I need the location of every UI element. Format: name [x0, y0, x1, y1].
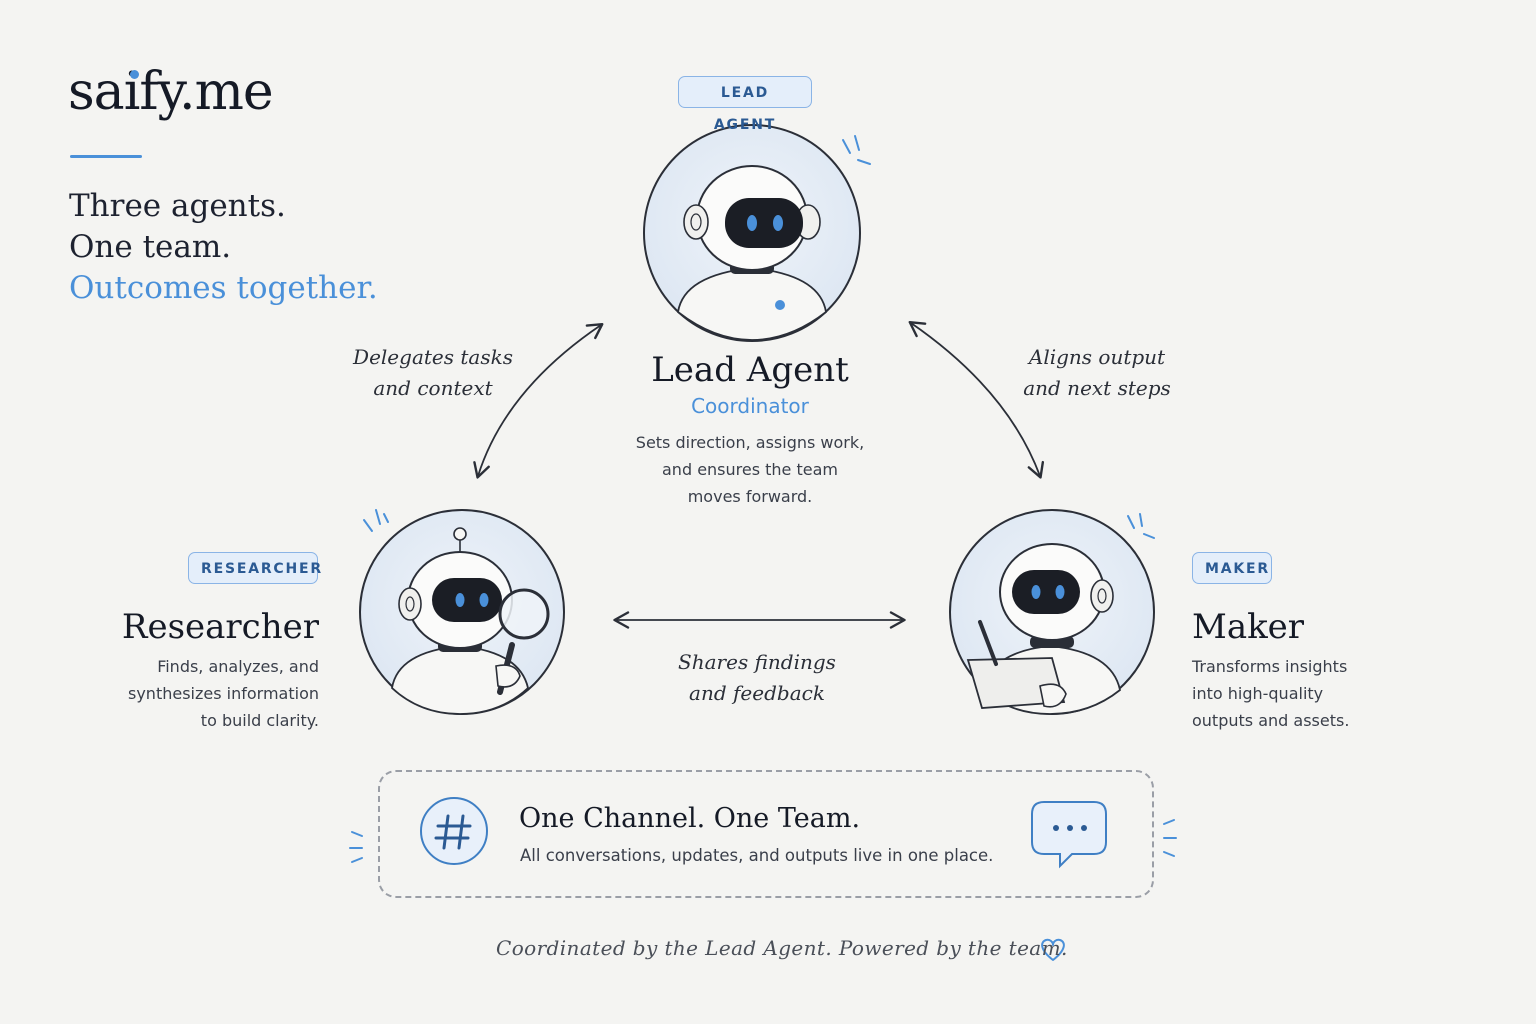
lead-agent-title: Lead Agent: [651, 350, 849, 390]
chat-bubble-icon: [1031, 801, 1107, 869]
heart-icon: [1041, 938, 1065, 961]
maker-robot-illustration: [949, 509, 1155, 715]
lead-desc-line-3: moves forward.: [687, 487, 813, 506]
tagline-line-3: Outcomes together.: [69, 270, 378, 306]
hash-icon: [420, 797, 488, 865]
researcher-description: Finds, analyzes, and synthesizes informa…: [60, 653, 319, 734]
maker-desc-line-1: Transforms insights: [1192, 657, 1348, 676]
brand-dot: [130, 70, 139, 79]
maker-title: Maker: [1192, 607, 1305, 647]
tagline-line-1: Three agents.: [69, 188, 286, 224]
maker-desc-line-3: outputs and assets.: [1192, 711, 1350, 730]
lead-robot-illustration: [643, 124, 871, 342]
edge-label-delegates: Delegates tasks and context: [340, 342, 526, 404]
footer-text: Coordinated by the Lead Agent. Powered b…: [496, 936, 1068, 960]
brand-name-pre: sa: [68, 62, 125, 122]
edge-shares-line-1: Shares findings: [678, 650, 836, 674]
lead-desc-line-2: and ensures the team: [662, 460, 838, 479]
maker-description: Transforms insights into high-quality ou…: [1192, 653, 1432, 734]
brand-underline: [70, 155, 142, 158]
maker-desc-line-2: into high-quality: [1192, 684, 1324, 703]
tagline-line-2: One team.: [69, 229, 232, 265]
edge-delegates-line-2: and context: [373, 376, 493, 400]
arrow-lead-researcher: [473, 322, 604, 479]
researcher-tag: RESEARCHER: [188, 552, 321, 584]
maker-tag: MAKER: [1192, 552, 1272, 584]
researcher-desc-line-3: to build clarity.: [200, 711, 319, 730]
researcher-desc-line-1: Finds, analyzes, and: [157, 657, 319, 676]
brand-name-post: ify.me: [123, 62, 274, 122]
arrow-lead-maker: [908, 320, 1045, 479]
edge-delegates-line-1: Delegates tasks: [353, 345, 513, 369]
researcher-desc-line-2: synthesizes information: [128, 684, 319, 703]
researcher-robot-illustration: [359, 509, 565, 715]
lead-agent-description: Sets direction, assigns work, and ensure…: [600, 429, 900, 510]
edge-aligns-line-1: Aligns output: [1028, 345, 1166, 369]
channel-sparkles: [349, 819, 1177, 863]
channel-subtitle: All conversations, updates, and outputs …: [520, 846, 994, 865]
edge-aligns-line-2: and next steps: [1023, 376, 1171, 400]
channel-card: [378, 770, 1154, 898]
lead-agent-tag: LEAD AGENT: [678, 76, 812, 133]
edge-label-aligns: Aligns output and next steps: [1004, 342, 1190, 404]
lead-agent-role: Coordinator: [691, 394, 809, 418]
lead-desc-line-1: Sets direction, assigns work,: [635, 433, 865, 452]
edge-label-shares: Shares findings and feedback: [664, 647, 850, 709]
researcher-title: Researcher: [121, 607, 319, 647]
edge-shares-line-2: and feedback: [689, 681, 825, 705]
brand-logo: saify.me: [68, 62, 274, 122]
channel-title: One Channel. One Team.: [519, 803, 861, 834]
tagline: Three agents. One team. Outcomes togethe…: [69, 186, 378, 309]
